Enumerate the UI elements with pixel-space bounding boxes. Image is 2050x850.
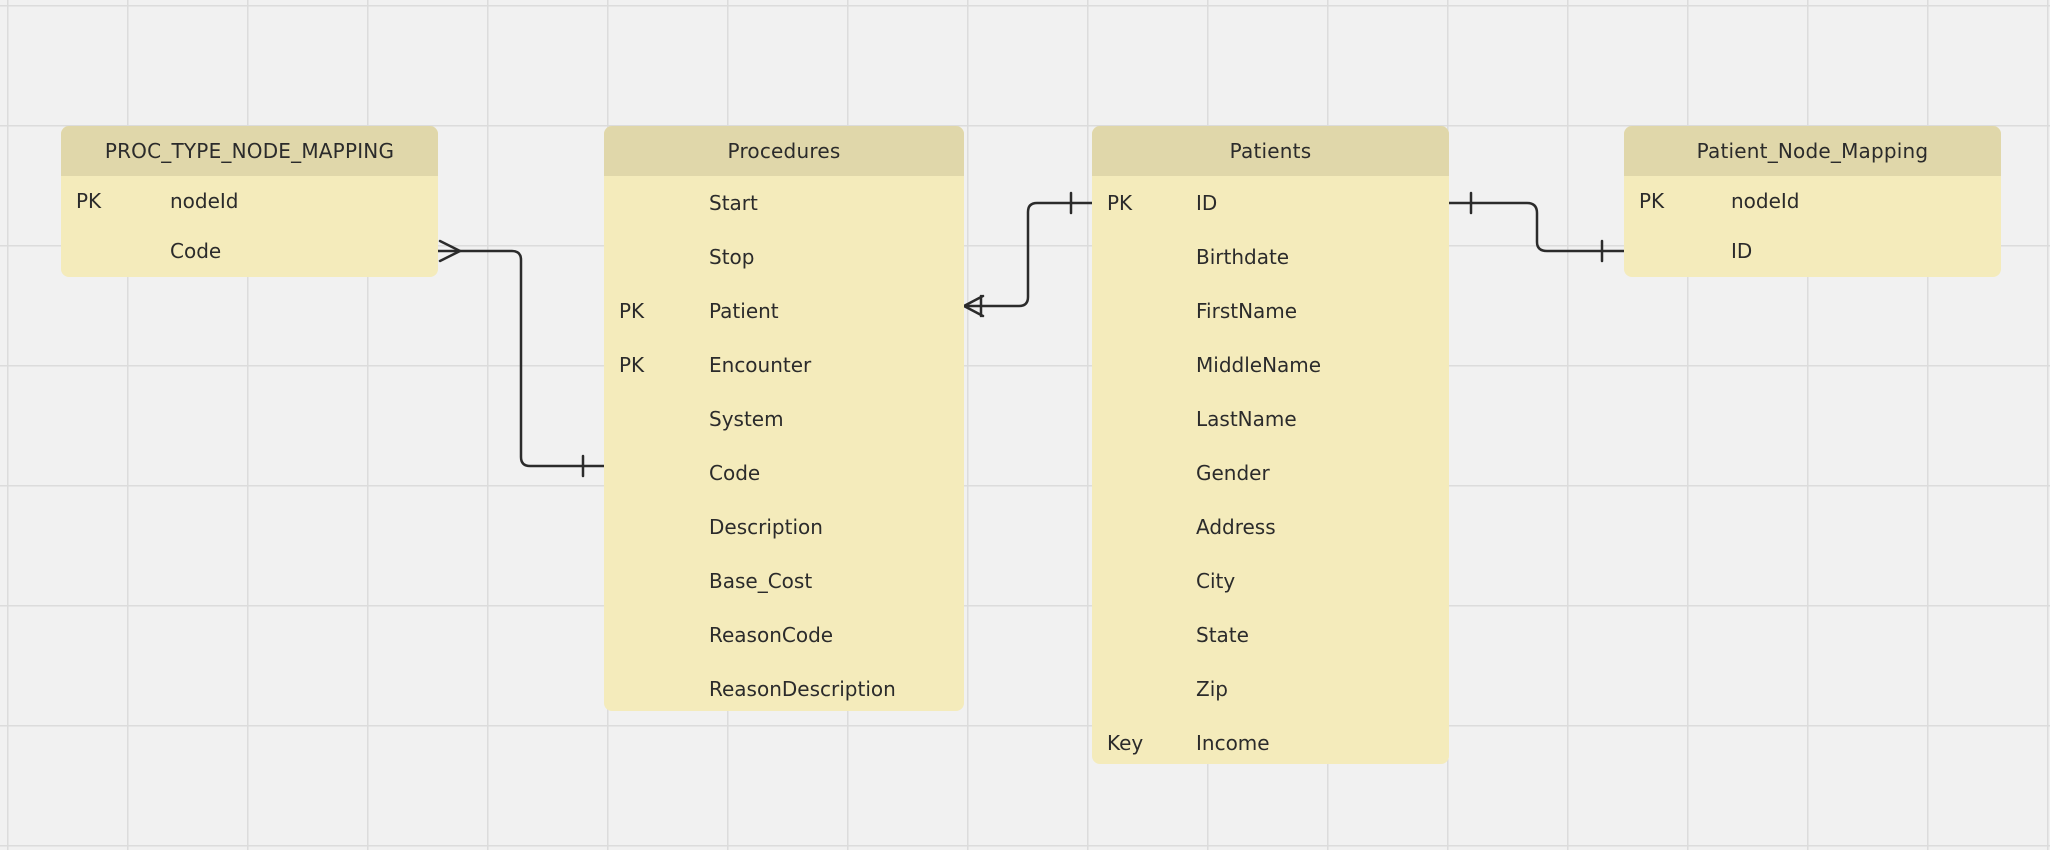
entity-row[interactable]: PK nodeId [61,176,438,226]
field-name: nodeId [1731,189,1800,213]
entity-row[interactable]: Code [604,446,964,500]
entity-procedures[interactable]: Procedures Start Stop PK Patient PK Enco… [604,126,964,711]
field-name: Gender [1196,461,1270,485]
field-name: ReasonDescription [709,677,896,701]
field-name: nodeId [170,189,239,213]
connector-procedures-to-patients[interactable] [962,201,1094,308]
entity-row[interactable]: Stop [604,230,964,284]
entity-patients[interactable]: Patients PK ID Birthdate FirstName Middl… [1092,126,1449,764]
entity-title: Patient_Node_Mapping [1624,126,2001,176]
field-name: ReasonCode [709,623,834,647]
field-name: City [1196,569,1236,593]
entity-row[interactable]: ReasonCode [604,608,964,662]
field-name: System [709,407,784,431]
key-label: PK [619,353,645,377]
entity-row[interactable]: Base_Cost [604,554,964,608]
entity-row[interactable]: Code [61,226,438,276]
entity-row[interactable]: Description [604,500,964,554]
entity-title: Procedures [604,126,964,176]
field-name: ID [1196,191,1218,215]
key-label: PK [1107,191,1133,215]
entity-row[interactable]: Gender [1092,446,1449,500]
entity-row[interactable]: FirstName [1092,284,1449,338]
key-label: PK [619,299,645,323]
entity-row[interactable]: PK ID [1092,176,1449,230]
crowfoot-one-or-many-procedures [962,294,985,318]
field-name: Base_Cost [709,569,813,593]
entity-row[interactable]: PK nodeId [1624,176,2001,226]
key-label: PK [76,189,102,213]
entity-row[interactable]: State [1092,608,1449,662]
entity-row[interactable]: ReasonDescription [604,662,964,711]
field-name: Start [709,191,758,215]
entity-row[interactable]: PK Encounter [604,338,964,392]
field-name: Code [170,239,222,263]
entity-row[interactable]: Zip [1092,662,1449,716]
field-name: Income [1196,731,1270,755]
connector-patients-to-patient-node-mapping[interactable] [1447,201,1626,253]
field-name: Code [709,461,761,485]
entity-row[interactable]: Key Income [1092,716,1449,764]
field-name: MiddleName [1196,353,1322,377]
entity-row[interactable]: MiddleName [1092,338,1449,392]
field-name: Birthdate [1196,245,1290,269]
field-name: Zip [1196,677,1228,701]
field-name: LastName [1196,407,1297,431]
entity-row[interactable]: Birthdate [1092,230,1449,284]
entity-row[interactable]: City [1092,554,1449,608]
field-name: Stop [709,245,755,269]
entity-title: Patients [1092,126,1449,176]
key-label: Key [1107,731,1144,755]
entity-row[interactable]: Start [604,176,964,230]
key-label: PK [1639,189,1665,213]
field-name: State [1196,623,1249,647]
entity-title: PROC_TYPE_NODE_MAPPING [61,126,438,176]
connector-proc-type-to-procedures[interactable] [436,249,606,468]
entity-row[interactable]: Address [1092,500,1449,554]
field-name: Description [709,515,823,539]
field-name: ID [1731,239,1753,263]
entity-row[interactable]: ID [1624,226,2001,276]
entity-patient-node-mapping[interactable]: Patient_Node_Mapping PK nodeId ID [1624,126,2001,277]
entity-proc-type-node-mapping[interactable]: PROC_TYPE_NODE_MAPPING PK nodeId Code [61,126,438,277]
crowfoot-many-proc-type [438,239,462,263]
field-name: Patient [709,299,779,323]
entity-row[interactable]: System [604,392,964,446]
field-name: Encounter [709,353,812,377]
entity-row[interactable]: PK Patient [604,284,964,338]
field-name: Address [1196,515,1276,539]
entity-row[interactable]: LastName [1092,392,1449,446]
field-name: FirstName [1196,299,1298,323]
